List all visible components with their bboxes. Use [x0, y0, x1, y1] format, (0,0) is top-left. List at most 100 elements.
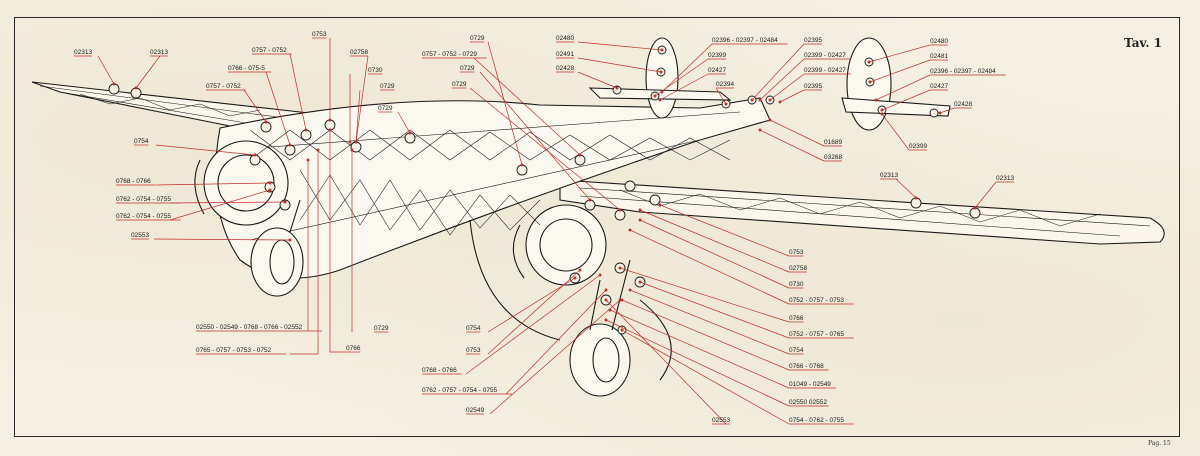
callout-label-l23: 02396 - 02397 - 02484 [712, 37, 778, 44]
callout-leader-l31 [868, 44, 931, 63]
callout-leader-l28 [759, 58, 805, 101]
callout-leader-tip-l42 [638, 208, 642, 212]
callout-leader-tip-l50 [604, 318, 608, 322]
callout-leader-tip-l07 [348, 140, 352, 144]
callout-leader-tip-l10 [408, 131, 412, 135]
callout-leader-tip-l19 [618, 208, 622, 212]
callout-label-l11: 0754 [134, 138, 149, 145]
callout-leader-tip-l17 [578, 153, 582, 157]
callout-leader-tip-l36 [880, 112, 884, 116]
callout-leader-l01 [97, 55, 115, 85]
callout-leader-l43 [639, 219, 790, 289]
callout-leader-tip-l02 [134, 86, 138, 90]
callout-label-l54: 0753 [466, 347, 481, 354]
callout-leader-tip-l43 [638, 218, 642, 222]
callout-leader-l25 [659, 73, 709, 101]
fitting-callout-circles [108, 45, 981, 335]
callout-label-l30: 02395 [804, 83, 822, 90]
callout-leader-l41 [659, 204, 790, 257]
callout-label-l48: 0766 - 0768 [789, 363, 824, 370]
callout-label-l51: 0754 - 0762 - 0755 [789, 417, 844, 424]
callout-leader-l32 [869, 59, 931, 83]
plate-border [14, 17, 1180, 437]
callout-label-l52: 02553 [712, 417, 730, 424]
callout-leader-l48 [621, 299, 790, 371]
callout-label-l09: 0729 [380, 83, 395, 90]
callout-leader-l47 [629, 289, 790, 355]
callout-leader-l16 [487, 41, 523, 166]
callout-leader-tip-l52 [604, 298, 608, 302]
callout-label-l22: 02428 [556, 65, 574, 72]
callout-leader-l52 [605, 299, 727, 425]
callout-leader-l18 [479, 71, 591, 201]
callout-label-l04: 0757 - 0752 [252, 47, 287, 54]
page-number: Pag. 15 [1148, 440, 1171, 447]
callout-leader-l39 [895, 178, 917, 199]
callout-label-l53: 0754 [466, 325, 481, 332]
callout-leader-tip-l40 [973, 206, 977, 210]
callout-leader-tip-l34 [880, 108, 884, 112]
callout-leader-l57 [489, 299, 621, 415]
callout-leader-tip-l29 [768, 98, 772, 102]
callout-leader-tip-l18 [588, 198, 592, 202]
callout-leader-l04 [289, 53, 307, 131]
callout-leader-tip-l26 [724, 102, 728, 106]
callout-label-l19: 0729 [452, 81, 467, 88]
callout-label-l29: 02399 - 02427 [804, 67, 846, 74]
callout-leader-l27 [751, 43, 805, 101]
callout-leader-tip-l04 [304, 128, 308, 132]
callout-leader-tip-l55 [598, 273, 602, 277]
callout-leader-l53 [487, 277, 576, 333]
callout-label-l28: 02399 - 02427 [804, 52, 846, 59]
callout-label-l39: 02313 [880, 172, 898, 179]
callout-label-l03: 0753 [312, 31, 327, 38]
callout-leader-tip-l20 [660, 48, 664, 52]
callout-leader-tip-l21 [659, 70, 663, 74]
callout-leader-l30 [779, 89, 805, 103]
callout-leader-tip-l14 [268, 188, 272, 192]
callout-leader-l11 [155, 144, 256, 156]
callout-leader-tip-l09 [354, 140, 358, 144]
callout-leader-l42 [639, 209, 790, 273]
callout-label-l26: 02394 [716, 81, 734, 88]
callout-label-l45: 0766 [789, 315, 804, 322]
callout-label-l10: 0729 [378, 105, 393, 112]
callout-leader-l29 [769, 73, 805, 101]
callout-leader-l55 [465, 274, 601, 375]
callout-leader-l45 [619, 267, 790, 323]
callout-leader-tip-l01 [112, 82, 116, 86]
callout-leader-l08 [243, 89, 267, 123]
callout-leader-tip-l41 [658, 203, 662, 207]
callout-leader-l19 [469, 87, 621, 211]
callout-leader-tip-l37 [768, 118, 772, 122]
callout-label-l59: 0765 - 0757 - 0753 - 0752 [196, 347, 272, 354]
callout-label-l13: 0762 - 0754 - 0755 [116, 196, 171, 203]
callout-leader-tip-l30 [778, 100, 782, 104]
callout-leader-tip-l61 [350, 148, 354, 152]
callout-leader-tip-l08 [264, 120, 268, 124]
callout-label-l58: 02550 - 02549 - 0768 - 0766 - 02552 [196, 324, 303, 331]
callout-leader-tip-l11 [253, 153, 257, 157]
callout-leader-tip-l57 [618, 298, 622, 302]
callout-leader-tip-l12 [268, 181, 272, 185]
callout-label-l05: 02758 [350, 49, 368, 56]
callout-leader-l15 [153, 238, 291, 241]
callout-leader-tip-l51 [620, 328, 624, 332]
callout-label-l12: 0768 - 0766 [116, 178, 151, 185]
callout-label-l35: 02428 [954, 101, 972, 108]
callout-leader-l05 [355, 55, 369, 143]
callout-label-l15: 02553 [131, 232, 149, 239]
callout-label-l55: 0768 - 0766 [422, 367, 457, 374]
callout-leader-tip-l31 [867, 60, 871, 64]
callout-label-l49: 01049 - 02549 [789, 381, 831, 388]
callout-label-l20: 02480 [556, 35, 574, 42]
callout-leader-tip-l16 [520, 163, 524, 167]
callout-leader-l35 [939, 107, 955, 114]
callout-leader-tip-l45 [618, 266, 622, 270]
callout-label-l46: 0752 - 0757 - 0765 [789, 331, 844, 338]
callout-leader-tip-l56 [604, 288, 608, 292]
plate-title: Tav. 1 [1124, 36, 1163, 50]
callout-label-l31: 02480 [930, 38, 948, 45]
